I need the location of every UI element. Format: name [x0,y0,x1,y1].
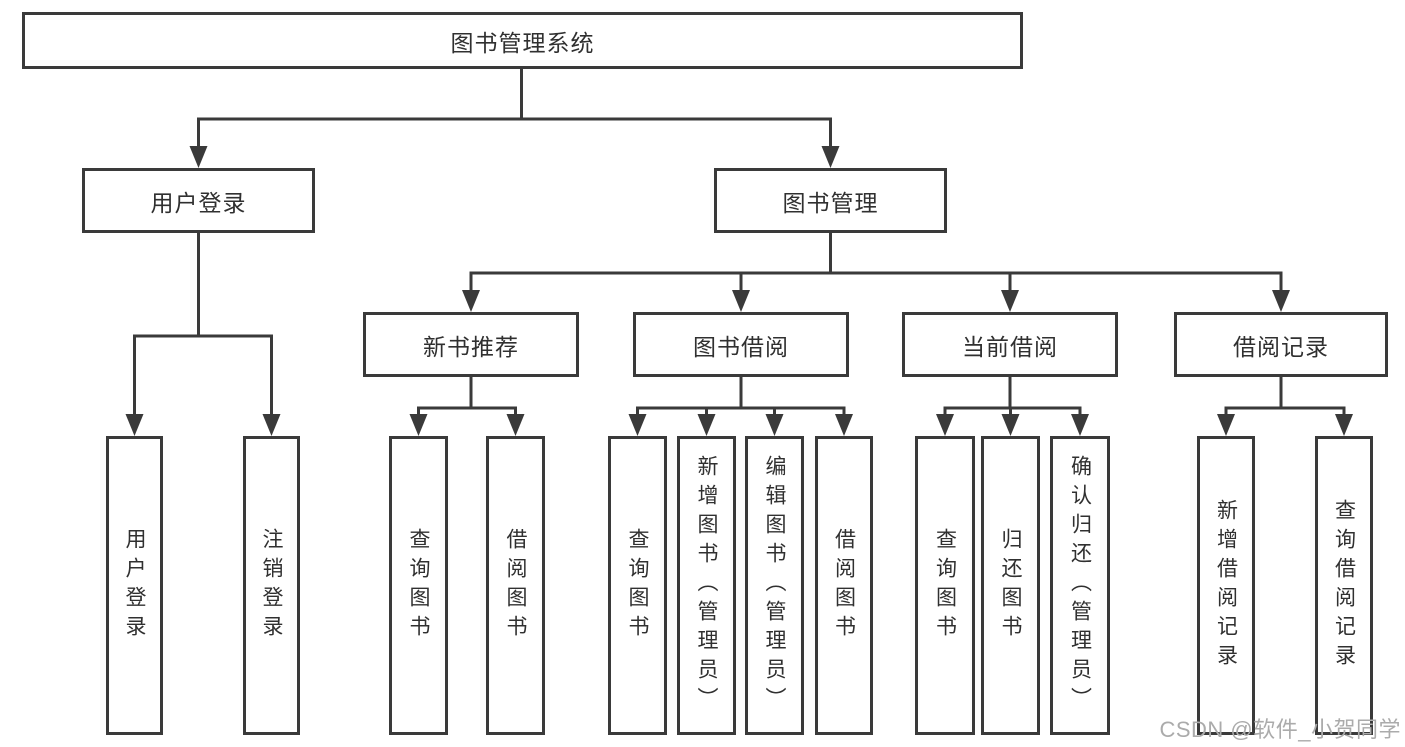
leaf-label: 借阅图书 [832,527,856,644]
arrow-down-icon [835,414,853,436]
arrow-down-icon [189,146,208,168]
node-user-login: 用户登录 [82,168,315,233]
arrow-down-icon [936,414,954,436]
leaf-label: 归还图书 [999,527,1023,644]
node-book-management: 图书管理 [714,168,947,233]
leaf-add-books-admin: 新增图书（管理员） [677,436,736,735]
leaf-borrow-books: 借阅图书 [815,436,873,735]
leaf-query-books: 查询图书 [608,436,667,735]
arrow-down-icon [409,414,428,436]
leaf-logout: 注销登录 [243,436,300,735]
leaf-label: 查询图书 [626,527,650,644]
arrow-down-icon [462,290,480,312]
arrow-down-icon [1001,290,1019,312]
node-label: 图书借阅 [693,333,789,360]
arrow-down-icon [765,414,784,436]
arrow-down-icon [1001,414,1020,436]
node-borrow-record: 借阅记录 [1174,312,1388,377]
leaf-label: 确认归还（管理员） [1068,455,1092,716]
node-label: 图书管理 [782,189,879,216]
arrow-down-icon [125,414,144,436]
arrow-down-icon [1217,414,1235,436]
node-label: 新书推荐 [423,333,519,360]
leaf-label: 新增图书（管理员） [695,455,719,716]
node-label: 用户登录 [150,189,247,216]
node-label: 当前借阅 [962,333,1058,360]
tree-edges [133,69,1346,420]
node-book-borrow: 图书借阅 [633,312,849,377]
arrow-down-icon [821,146,840,168]
leaf-query-borrow-record: 查询借阅记录 [1315,436,1373,735]
arrow-down-icon [262,414,281,436]
arrow-down-icon [628,414,647,436]
leaf-confirm-return-admin: 确认归还（管理员） [1050,436,1110,735]
arrow-down-icon [697,414,716,436]
arrow-down-icon [1272,290,1290,312]
node-library-system: 图书管理系统 [22,12,1023,69]
leaf-user-login: 用户登录 [106,436,163,735]
arrow-down-icon [1335,414,1353,436]
leaf-label: 用户登录 [123,527,147,644]
leaf-borrow-books: 借阅图书 [486,436,545,735]
leaf-add-borrow-record: 新增借阅记录 [1197,436,1255,735]
csdn-watermark: CSDN @软件_小贺同学 [1159,717,1401,742]
leaf-label: 查询图书 [933,527,957,644]
leaf-return-books: 归还图书 [981,436,1040,735]
leaf-label: 借阅图书 [504,527,528,644]
leaf-label: 编辑图书（管理员） [763,455,787,716]
leaf-label: 新增借阅记录 [1214,498,1238,673]
node-label: 图书管理系统 [450,29,595,56]
leaf-label: 查询图书 [407,527,431,644]
node-new-book-recommend: 新书推荐 [363,312,579,377]
node-current-borrow: 当前借阅 [902,312,1118,377]
leaf-query-books: 查询图书 [389,436,448,735]
node-label: 借阅记录 [1233,333,1329,360]
leaf-query-books: 查询图书 [915,436,975,735]
leaf-label: 查询借阅记录 [1332,498,1356,673]
leaf-label: 注销登录 [260,527,284,644]
arrow-down-icon [506,414,525,436]
leaf-edit-books-admin: 编辑图书（管理员） [745,436,804,735]
arrow-down-icon [732,290,750,312]
arrow-down-icon [1071,414,1089,436]
